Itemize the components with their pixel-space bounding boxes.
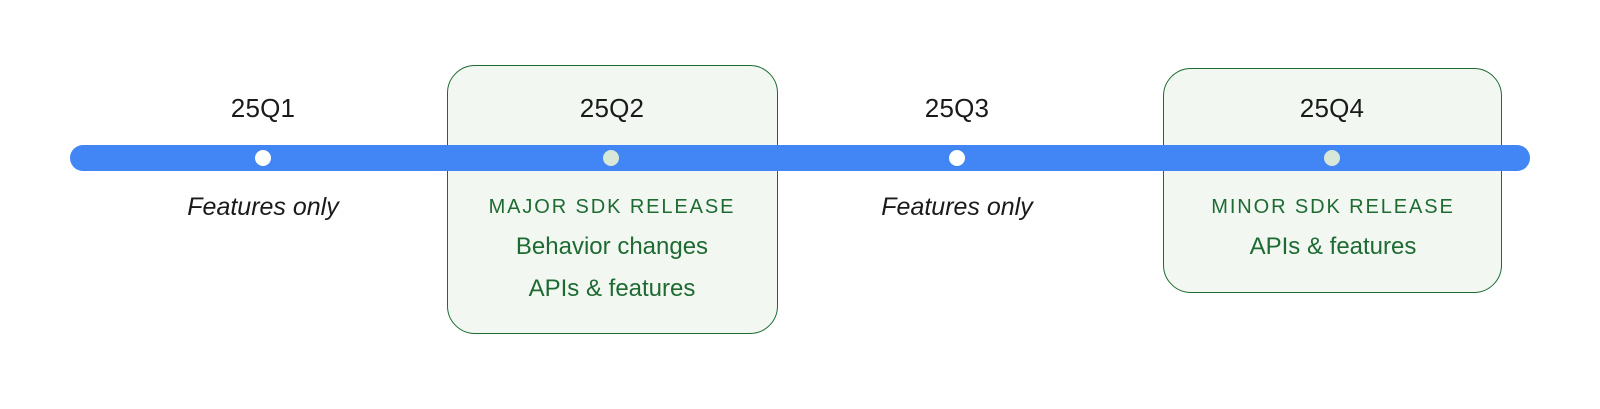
quarter-note-25q3: Features only — [881, 193, 1033, 221]
quarter-detail-25q2: MAJOR SDK RELEASE Behavior changes APIs … — [452, 194, 772, 310]
release-lines-25q4: APIs & features — [1168, 226, 1498, 268]
release-line: Behavior changes — [515, 233, 709, 260]
quarter-card-25q2 — [447, 65, 778, 334]
quarter-card-25q4 — [1163, 68, 1502, 293]
release-header-25q4: MINOR SDK RELEASE — [1211, 196, 1455, 218]
quarter-detail-25q3: Features only — [857, 192, 1057, 222]
release-line: APIs & features — [1249, 233, 1417, 260]
release-header-25q2: MAJOR SDK RELEASE — [488, 196, 736, 218]
quarter-note-25q1: Features only — [187, 193, 339, 221]
quarter-label-25q1: 25Q1 — [230, 93, 296, 123]
timeline-dot-25q2 — [603, 150, 619, 166]
timeline-bar — [70, 145, 1530, 171]
quarter-label-25q4: 25Q4 — [1299, 93, 1365, 123]
quarter-label-25q3: 25Q3 — [924, 93, 990, 123]
quarter-detail-25q4: MINOR SDK RELEASE APIs & features — [1168, 194, 1498, 268]
quarter-detail-25q1: Features only — [163, 192, 363, 222]
release-line: APIs & features — [528, 275, 696, 302]
release-lines-25q2: Behavior changes APIs & features — [452, 226, 772, 310]
timeline-dot-25q4 — [1324, 150, 1340, 166]
timeline-dot-25q3 — [949, 150, 965, 166]
timeline-dot-25q1 — [255, 150, 271, 166]
quarter-label-25q2: 25Q2 — [579, 93, 645, 123]
